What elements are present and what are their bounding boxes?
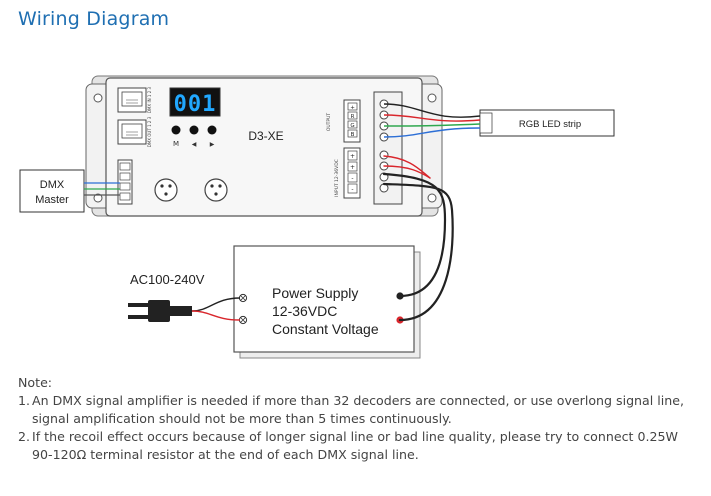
right-arrow-icon: ▶ — [210, 141, 215, 148]
notes-section: Note: 1.An DMX signal amplifier is neede… — [18, 374, 698, 464]
dc-power-cable — [382, 155, 454, 322]
input-terminal-block: + + - - — [343, 147, 361, 199]
note-text: An DMX signal amplifier is needed if mor… — [32, 393, 684, 426]
power-supply-label-3: Constant Voltage — [272, 321, 379, 337]
input-terminal-minus-1: - — [351, 175, 353, 182]
input-label: INPUT 12-36VDC — [334, 159, 340, 197]
power-supply-box: Power Supply 12-36VDC Constant Voltage — [233, 245, 421, 359]
output-terminal-r: R — [351, 114, 355, 120]
left-arrow-icon: ◀ — [192, 141, 197, 148]
screw-terminal-strip — [373, 91, 403, 205]
ac-plug-icon — [128, 297, 241, 322]
note-number: 2. — [18, 429, 31, 444]
ac-input-label: AC100-240V — [130, 272, 205, 287]
display-readout: 001 — [174, 92, 217, 117]
port-label-dmx-out: DMX OUT 1 2 3 — [147, 116, 152, 147]
rj45-port-dmx-in — [117, 87, 147, 113]
note-item: 1.An DMX signal amplifier is needed if m… — [18, 392, 698, 428]
xlr-connector-in — [154, 178, 178, 202]
rj45-port-dmx-out — [117, 119, 147, 145]
notes-heading: Note: — [18, 375, 53, 390]
input-terminal-plus-1: + — [350, 153, 355, 160]
rgb-led-strip: RGB LED strip — [479, 109, 615, 137]
dmx-terminal-block — [117, 159, 133, 205]
input-terminal-minus-2: - — [351, 186, 353, 193]
dmx-master-label-1: DMX — [40, 179, 65, 191]
output-terminal-g: G — [350, 123, 354, 129]
mode-button[interactable] — [171, 125, 181, 135]
note-text: If the recoil effect occurs because of l… — [32, 429, 678, 462]
note-number: 1. — [18, 393, 31, 408]
output-terminal-plus: + — [350, 105, 355, 111]
output-terminal-b: B — [351, 132, 355, 138]
decoder-device: DMX IN 1 2 3 DMX OUT 1 2 3 001 M ◀ ▶ D3-… — [85, 75, 443, 217]
output-terminal-block: + R G B — [343, 99, 361, 143]
mode-button-label: M — [173, 140, 179, 148]
led-strip-label: RGB LED strip — [519, 119, 581, 130]
page-title: Wiring Diagram — [18, 8, 170, 30]
display-screen — [169, 87, 221, 117]
xlr-connector-out — [204, 178, 228, 202]
note-item: 2.If the recoil effect occurs because of… — [18, 428, 698, 464]
input-terminal-plus-2: + — [350, 164, 355, 171]
power-supply-label-1: Power Supply — [272, 285, 358, 301]
dmx-master-box: DMX Master — [19, 169, 85, 213]
port-label-dmx-in: DMX IN 1 2 3 — [147, 86, 152, 113]
left-button[interactable] — [189, 125, 199, 135]
output-wires — [383, 103, 481, 138]
right-button[interactable] — [207, 125, 217, 135]
wiring-diagram: DMX IN 1 2 3 DMX OUT 1 2 3 001 M ◀ ▶ D3-… — [19, 75, 615, 359]
model-label: D3-XE — [248, 129, 283, 143]
power-supply-label-2: 12-36VDC — [272, 303, 337, 319]
output-label: OUTPUT — [326, 113, 332, 132]
dmx-master-label-2: Master — [35, 194, 69, 206]
dmx-wires — [84, 182, 120, 196]
